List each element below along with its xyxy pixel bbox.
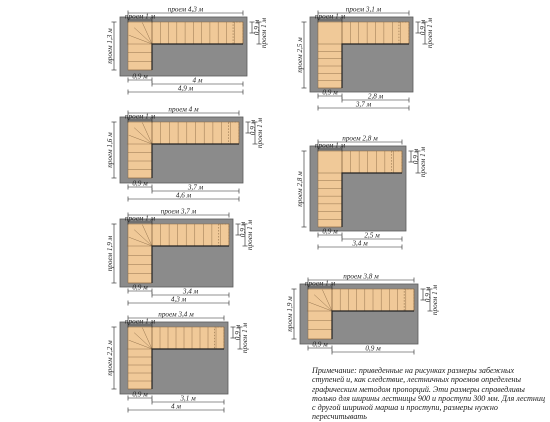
dim-leg-width-label: 0,9 м (322, 89, 338, 97)
dim-opening-top-label: проем 3,1 м (346, 6, 382, 14)
dim-opening-small-label: проем 1 м (315, 13, 346, 21)
stringer-edge (341, 43, 409, 88)
dim-opening-side-label: проем 1,3 м (106, 28, 114, 64)
dim-opening-top-label: проем 3,8 м (343, 273, 379, 281)
note-block: Примечание: приведенные на рисунках разм… (312, 366, 548, 422)
winder-step-line (322, 289, 333, 312)
dim-right-side-label: проем 1 м (256, 118, 264, 149)
dim-leg-width-label: 0,9 м (312, 341, 328, 349)
winder-step-line (308, 301, 333, 312)
stair-run-vertical (317, 21, 343, 89)
winder-step-line (134, 27, 153, 45)
stair-run-vertical (127, 21, 153, 71)
dim-opening-side-label: проем 1,6 м (106, 132, 114, 168)
dim-opening-small-label: проем 1 м (125, 113, 156, 121)
opening-edge-dashed (228, 121, 240, 145)
stair-run-vertical (127, 223, 153, 284)
dim-opening-small-label: проем 1 м (125, 13, 156, 21)
note-label: Примечание: (312, 366, 359, 375)
dim-inner-run-label: 2,8 м (368, 93, 384, 101)
dim-total-label: 4,9 м (178, 85, 194, 93)
dim-opening-side-label: проем 2,8 м (296, 171, 304, 207)
stair-run-vertical (307, 288, 333, 340)
winder-step-line (142, 224, 153, 247)
dim-right-side-label: проем 1 м (426, 18, 434, 49)
dim-opening-side-label: проем 1,9 м (286, 296, 294, 332)
winder-step-line (128, 34, 153, 45)
dim-right-width-label: 0,9 м (234, 324, 242, 340)
dim-opening-side-label: проем 2,2 м (106, 340, 114, 376)
stringer-edge (341, 172, 402, 227)
dim-leg-width-label: 0,9 м (132, 180, 148, 188)
stringer-edge (151, 348, 224, 389)
winder-step-line (142, 22, 153, 45)
dim-opening-top-label: проем 3,4 м (158, 311, 194, 319)
dim-right-width-label: 0,9 м (424, 286, 432, 302)
dim-right-width-label: 0,9 м (412, 148, 420, 164)
dim-right-side-label: проем 1 м (431, 285, 439, 316)
dim-opening-small-label: проем 1 м (125, 215, 156, 223)
dim-inner-run-label: 4 м (193, 77, 203, 85)
dim-total-label: 4,6 м (176, 192, 192, 200)
dim-leg-width-label: 0,9 м (132, 391, 148, 399)
dim-inner-run-label: 2,5 м (364, 232, 380, 240)
dim-right-width-label: 0,9 м (253, 19, 261, 35)
dim-leg-width-label: 0,9 м (132, 284, 148, 292)
dim-opening-side-label: проем 2,5 м (296, 37, 304, 73)
winder-step-line (314, 294, 333, 312)
dim-opening-top-label: проем 4,3 м (168, 6, 204, 14)
dim-right-width-label: 0,9 м (249, 119, 257, 135)
winder-step-line (134, 332, 153, 350)
dim-opening-small-label: проем 1 м (305, 280, 336, 288)
dim-total-label: 4 м (171, 403, 181, 411)
dim-inner-run-label: 3,4 м (182, 288, 199, 296)
dim-leg-width-label: 0,9 м (322, 228, 338, 236)
dim-inner-run-label: 0,9 м (365, 345, 381, 353)
stringer-edge (151, 143, 239, 178)
dim-opening-top-label: проем 2,8 м (342, 135, 378, 143)
dim-inner-run-label: 3,1 м (179, 395, 196, 403)
dim-opening-top-label: проем 4 м (168, 106, 199, 114)
dim-right-side-label: проем 1 м (260, 18, 268, 49)
dim-right-width-label: 0,9 м (419, 19, 427, 35)
stair-run-vertical (127, 326, 153, 390)
winder-step-line (134, 229, 153, 247)
dim-opening-small-label: проем 1 м (315, 142, 346, 150)
dim-total-label: 3,4 м (351, 240, 368, 248)
dim-right-side-label: проем 1 м (419, 147, 427, 178)
dim-leg-width-label: 0,9 м (132, 73, 148, 81)
winder-step-line (142, 327, 153, 350)
dim-inner-run-label: 3,7 м (187, 184, 204, 192)
winder-step-line (142, 122, 153, 145)
stringer-edge (151, 245, 229, 283)
dim-total-label: 4,3 м (171, 296, 187, 304)
stringer-edge (331, 310, 414, 339)
winder-step-line (134, 127, 153, 145)
dim-opening-top-label: проем 3,7 м (161, 208, 197, 216)
stair-run-vertical (317, 150, 343, 228)
dim-opening-small-label: проем 1 м (125, 318, 156, 326)
stringer-edge (151, 43, 243, 70)
dim-total-label: 3,7 м (355, 101, 372, 109)
winder-step-line (128, 236, 153, 247)
winder-step-line (128, 339, 153, 350)
stair-run-vertical (127, 121, 153, 179)
winder-step-line (128, 134, 153, 145)
dim-opening-side-label: проем 1,9 м (106, 235, 114, 271)
dim-right-side-label: проем 1 м (241, 323, 249, 354)
dim-right-width-label: 0,9 м (239, 221, 247, 237)
dim-right-side-label: проем 1 м (246, 220, 254, 251)
note-text: приведенные на рисунках размеры забежных… (312, 366, 545, 422)
